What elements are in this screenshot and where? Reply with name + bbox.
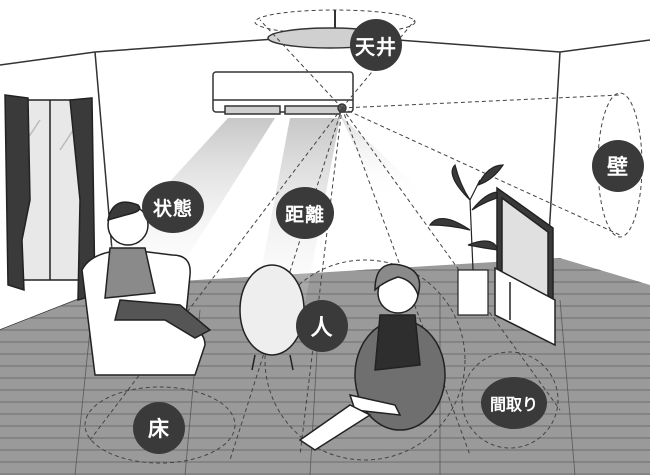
label-layout: 間取り bbox=[481, 377, 547, 429]
air-conditioner bbox=[212, 71, 354, 115]
woman-reading bbox=[298, 263, 446, 451]
label-ceiling: 天井 bbox=[350, 19, 402, 71]
label-person: 人 bbox=[296, 300, 348, 352]
window bbox=[4, 94, 96, 302]
label-state: 状態 bbox=[142, 181, 204, 233]
television bbox=[494, 186, 556, 347]
label-wall: 壁 bbox=[592, 140, 644, 192]
label-floor: 床 bbox=[133, 402, 185, 454]
label-distance: 距離 bbox=[276, 187, 334, 239]
sofa-with-man bbox=[81, 201, 212, 376]
